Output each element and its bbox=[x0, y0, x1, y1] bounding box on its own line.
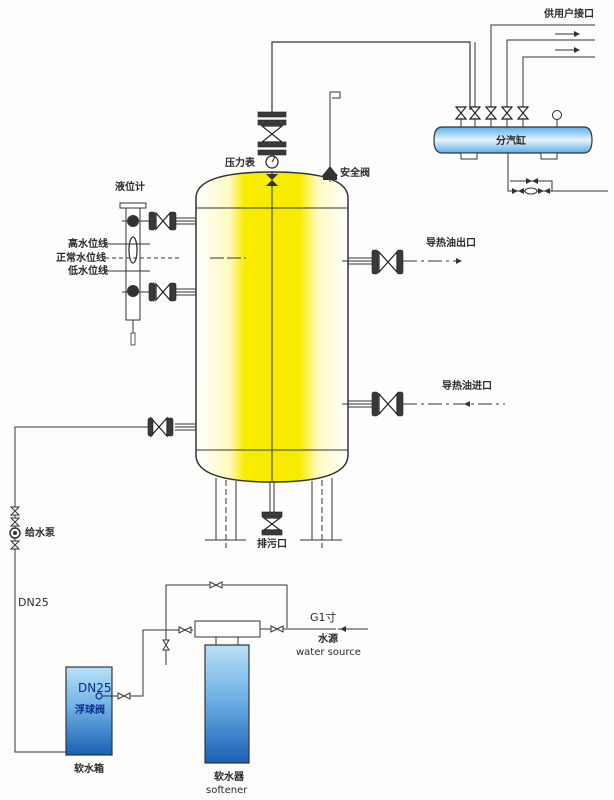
feed-water-valve[interactable] bbox=[147, 416, 196, 438]
oil-outlet-valve[interactable] bbox=[342, 249, 462, 275]
header-drain[interactable] bbox=[507, 153, 608, 195]
level-gauge-lower-valve[interactable] bbox=[122, 282, 196, 302]
oil-outlet-label: 导热油出口 bbox=[426, 236, 476, 249]
feed-pump-label: 给水泵 bbox=[25, 526, 56, 539]
float-valve-label: 浮球阀 bbox=[75, 703, 105, 716]
soft-water-tank bbox=[65, 666, 113, 756]
softener-bypass[interactable] bbox=[162, 581, 288, 665]
header-valves[interactable] bbox=[454, 106, 530, 127]
soft-water-tank-label: 软水箱 bbox=[74, 762, 104, 775]
level-gauge bbox=[119, 202, 147, 346]
safety-valve-label: 安全阀 bbox=[340, 166, 370, 179]
oil-inlet-label: 导热油进口 bbox=[442, 379, 492, 392]
level-lines bbox=[105, 243, 246, 272]
user-port-label: 供用户接口 bbox=[543, 7, 594, 20]
high-level-label: 高水位线 bbox=[68, 237, 108, 250]
water-source-en-label: water source bbox=[296, 647, 361, 658]
feed-pump[interactable] bbox=[9, 506, 21, 550]
vessel-legs bbox=[205, 478, 342, 548]
steam-outlet-pipe bbox=[257, 41, 471, 156]
water-source-line[interactable] bbox=[260, 625, 368, 633]
steam-vessel bbox=[195, 171, 349, 483]
low-level-label: 低水位线 bbox=[67, 264, 108, 277]
float-valve-line[interactable] bbox=[102, 629, 193, 700]
pressure-gauge-label: 压力表 bbox=[225, 156, 256, 169]
safety-valve[interactable] bbox=[322, 91, 341, 182]
blowdown-label: 排污口 bbox=[257, 537, 287, 550]
oil-inlet-valve[interactable] bbox=[342, 391, 505, 417]
level-gauge-upper-valve[interactable] bbox=[122, 211, 196, 231]
feed-water-pipe bbox=[14, 426, 148, 753]
softener-head bbox=[194, 620, 261, 645]
thread-size-label: G1寸 bbox=[310, 610, 337, 624]
pipe-size-label: DN25 bbox=[18, 596, 49, 609]
user-supply-pipes bbox=[474, 24, 595, 107]
steam-header bbox=[433, 126, 593, 160]
water-source-cn-label: 水源 bbox=[317, 632, 338, 645]
level-gauge-label: 液位计 bbox=[115, 180, 145, 193]
steam-header-label: 分汽缸 bbox=[496, 134, 526, 147]
softener-cn-label: 软水器 bbox=[214, 770, 245, 783]
float-valve-size-label: DN25 bbox=[78, 681, 112, 695]
blowdown-valve[interactable] bbox=[261, 482, 283, 536]
softener-tank bbox=[204, 644, 250, 764]
header-pressure-gauge bbox=[552, 110, 562, 127]
softener-en-label: softener bbox=[206, 785, 248, 796]
pressure-gauge bbox=[265, 155, 279, 186]
normal-level-label: 正常水位线 bbox=[56, 251, 106, 264]
